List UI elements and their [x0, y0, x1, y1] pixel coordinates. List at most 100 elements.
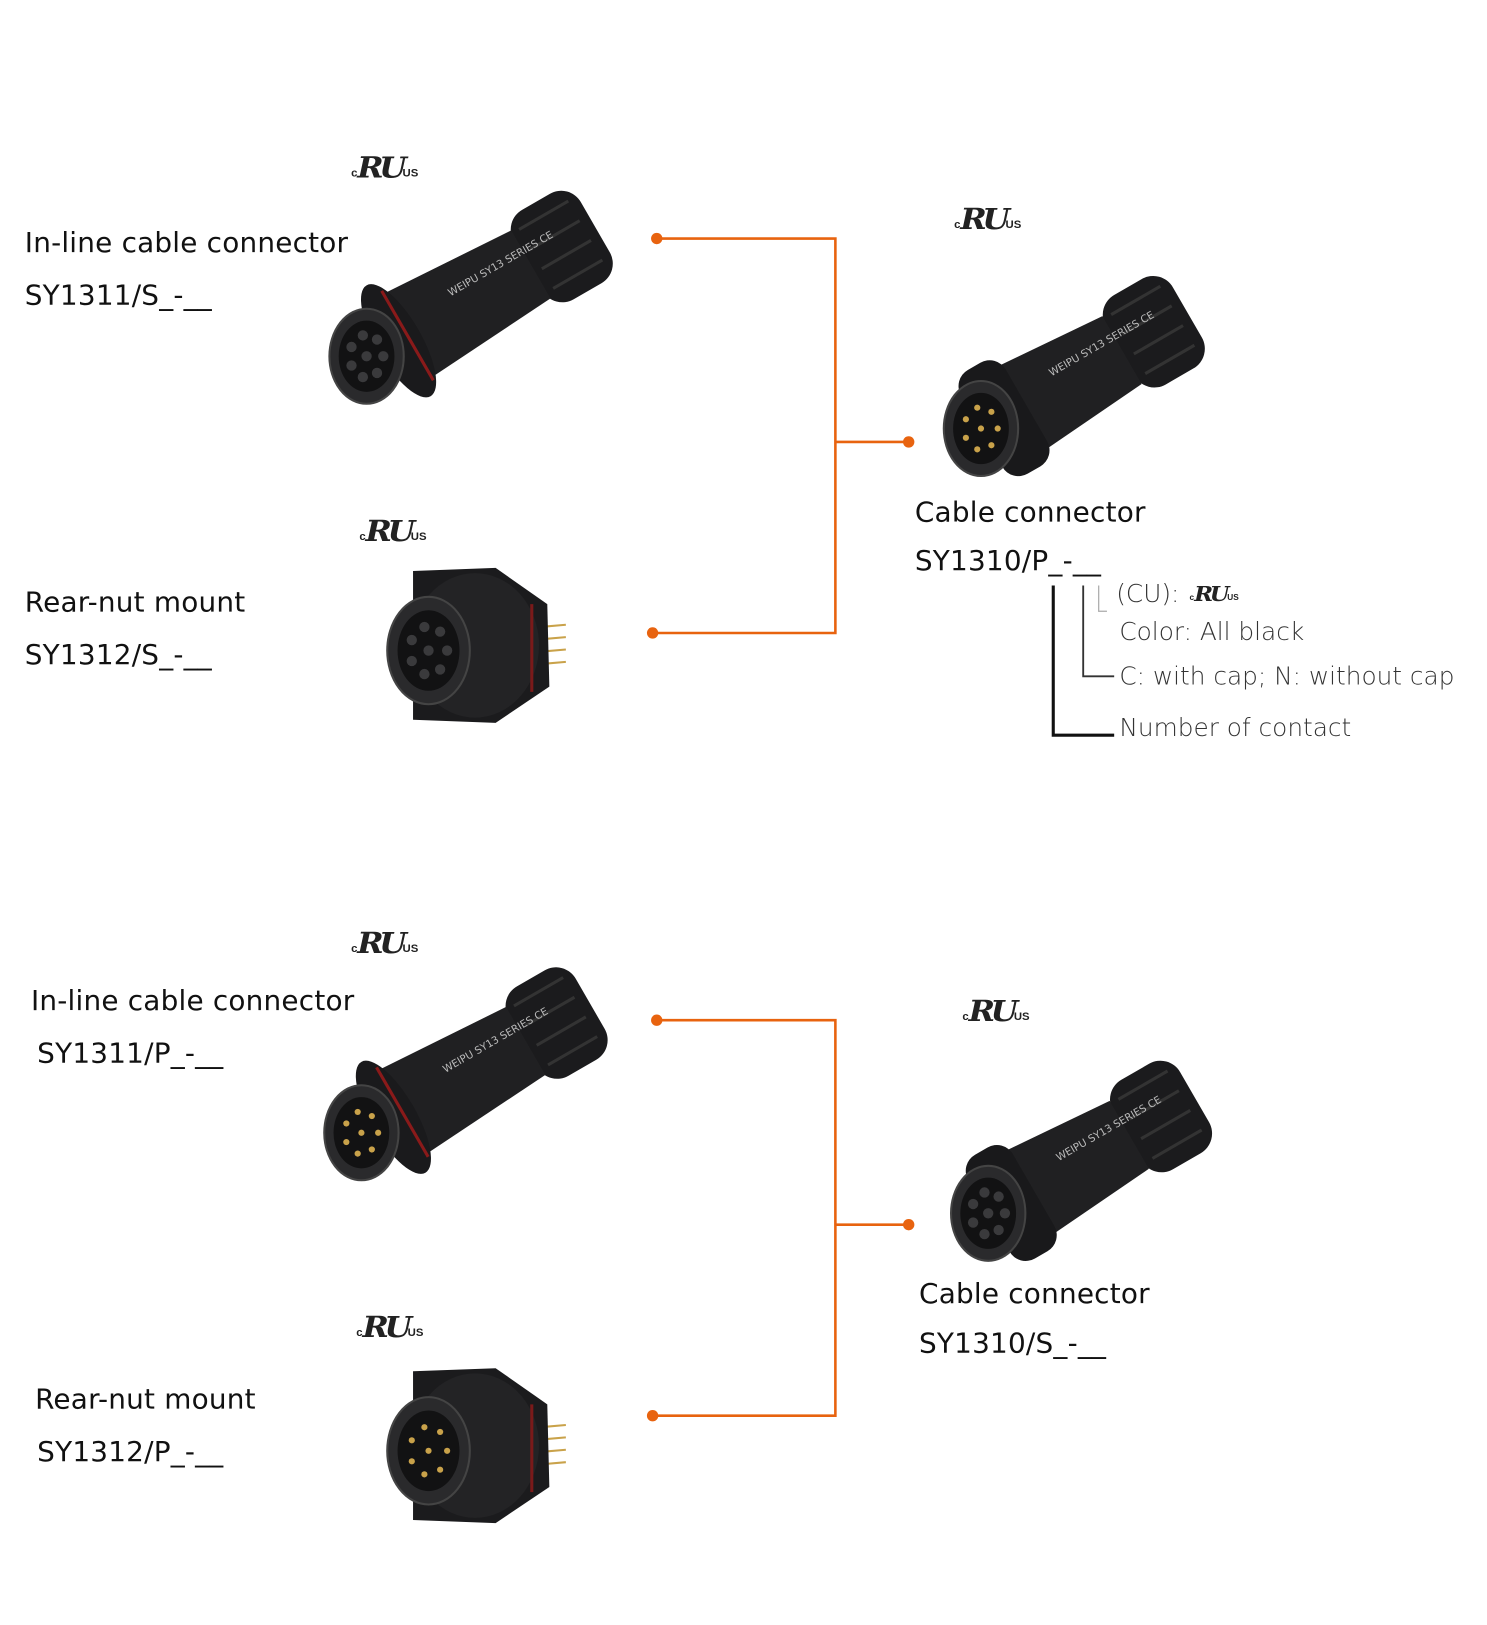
connector-body: WEIPU SY13 SERIES CE: [949, 1060, 1213, 1262]
nut-rib: [552, 258, 604, 290]
female-socket: [423, 645, 434, 656]
male-pin: [343, 1120, 350, 1127]
seal-ring: [380, 290, 435, 382]
cu-bracket: [1098, 585, 1107, 612]
female-socket: [378, 351, 389, 362]
female-socket: [357, 330, 369, 341]
connection-dot: [651, 1014, 663, 1026]
male-pin: [368, 1112, 375, 1120]
female-socket: [419, 668, 430, 680]
male-pin: [408, 1458, 415, 1465]
top-rear-code: SY1312/S_-__: [24, 639, 212, 672]
rear-nut-mount-image: [386, 1368, 566, 1524]
female-socket: [371, 334, 383, 345]
connector-body: WEIPU SY13 SERIES CE: [328, 190, 613, 405]
female-socket: [371, 367, 383, 379]
nut-rib: [535, 1015, 587, 1047]
nut-rib: [1121, 304, 1173, 336]
female-socket: [346, 341, 357, 353]
nut-rib: [547, 1035, 598, 1067]
male-pin: [444, 1447, 451, 1454]
female-socket: [357, 371, 369, 383]
male-pin: [343, 1138, 350, 1146]
female-socket: [419, 621, 430, 633]
female-socket: [979, 1187, 990, 1198]
nut-rib: [529, 219, 581, 251]
top-cable-code: SY1310/P_-__: [914, 545, 1102, 578]
annotation-cu: (CU):: [1116, 579, 1180, 609]
face-group: [323, 1084, 400, 1182]
bottom-inline-code: SY1311/P_-__: [37, 1037, 224, 1070]
nut-rib: [1128, 1089, 1180, 1121]
nut-rib: [1117, 1069, 1169, 1101]
male-pin: [358, 1129, 365, 1136]
female-socket: [434, 626, 446, 637]
female-socket: [434, 664, 446, 675]
annotation-color: Color: All black: [1119, 617, 1305, 647]
nut-rib: [541, 239, 592, 271]
female-socket: [983, 1208, 994, 1219]
top-inline-title: In-line cable connector: [24, 227, 349, 260]
nut-rib: [1110, 284, 1162, 316]
connection-dot: [903, 436, 915, 448]
top-inline-code: SY1311/S_-__: [24, 279, 212, 312]
male-pin: [354, 1108, 361, 1116]
connector-body: [386, 567, 566, 723]
face-group: [942, 379, 1020, 478]
connector-body: [386, 1368, 566, 1524]
connection-dot: [903, 1218, 915, 1231]
nut-rib: [1140, 1109, 1192, 1141]
male-pin: [977, 425, 985, 432]
top-cable-title: Cable connector: [914, 496, 1146, 529]
male-pin: [375, 1129, 382, 1136]
male-pin: [425, 1447, 432, 1454]
female-socket: [441, 645, 453, 656]
female-socket: [993, 1191, 1004, 1202]
bottom-rear-title: Rear-nut mount: [35, 1383, 256, 1416]
connection-dot: [651, 232, 663, 245]
bottom-connector-line: [652, 1018, 837, 1417]
bottom-cable-title: Cable connector: [919, 1278, 1150, 1311]
female-socket: [406, 655, 417, 667]
male-pin: [974, 446, 981, 453]
male-pin: [421, 1424, 428, 1431]
connector-body: WEIPU SY13 SERIES CE: [942, 275, 1205, 478]
female-socket: [406, 634, 417, 646]
male-pin: [988, 442, 995, 449]
nut-rib: [1144, 343, 1196, 375]
female-socket: [979, 1228, 990, 1240]
nut-rib: [1151, 1128, 1203, 1160]
contact-count-bracket: [1051, 585, 1115, 737]
seal-ring: [375, 1066, 430, 1158]
nut-rib: [518, 199, 570, 231]
bottom-cable-code: SY1310/S_-__: [919, 1327, 1107, 1360]
connection-dot: [646, 1410, 659, 1422]
male-pin: [962, 434, 969, 441]
nut-rib: [1133, 324, 1184, 356]
cap-bracket: [1082, 585, 1115, 678]
female-socket: [993, 1224, 1004, 1236]
female-socket: [967, 1217, 979, 1228]
male-pin: [354, 1150, 361, 1157]
male-pin: [437, 1428, 444, 1436]
face-group: [949, 1164, 1027, 1262]
face-group: [328, 307, 405, 405]
annotation-contacts: Number of contact: [1119, 713, 1352, 743]
bottom-inline-title: In-line cable connector: [30, 985, 355, 1018]
annotation-cap: C: with cap; N: without cap: [1119, 661, 1455, 691]
male-pin: [368, 1146, 375, 1153]
nut-rib: [513, 976, 564, 1008]
cable-connector-image: WEIPU SY13 SERIES CE: [942, 275, 1205, 478]
nut-rib: [524, 995, 576, 1027]
male-pin: [974, 404, 981, 411]
male-pin: [437, 1466, 444, 1473]
male-pin: [408, 1437, 415, 1444]
